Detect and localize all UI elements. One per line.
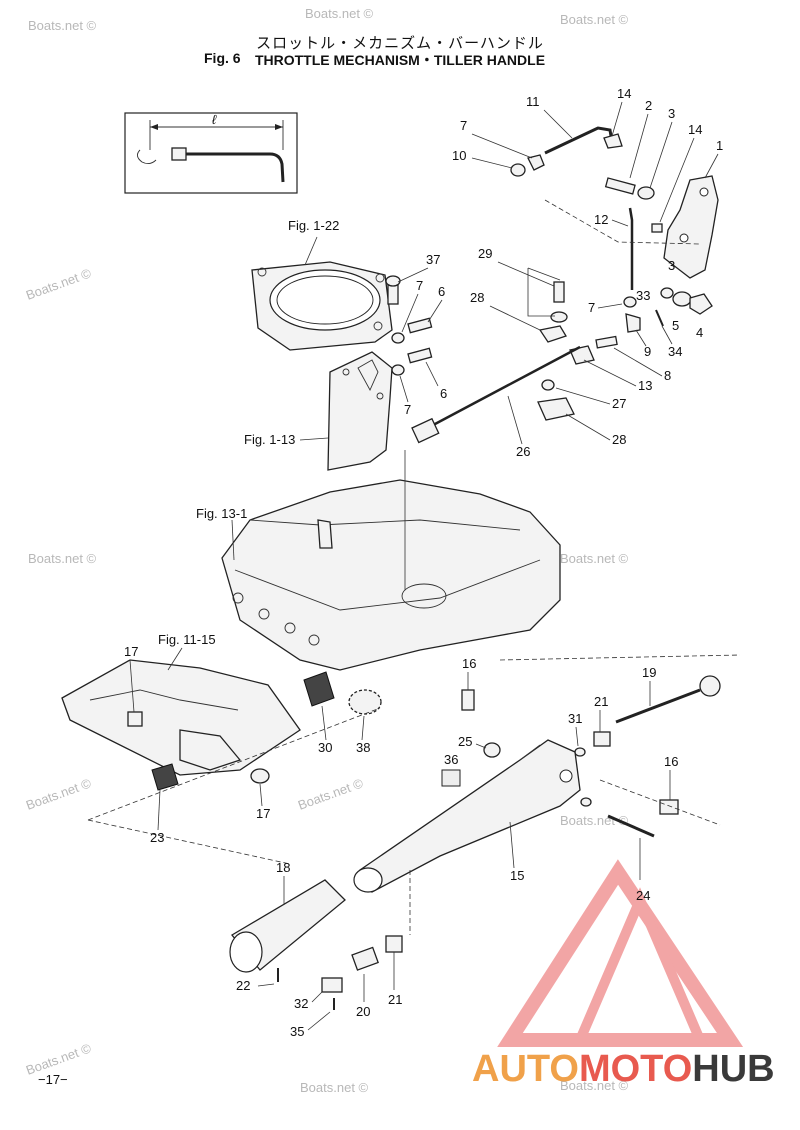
watermark: Boats.net ©: [300, 1080, 369, 1095]
callout-24: 24: [636, 888, 650, 903]
callout-17b: 17: [256, 806, 270, 821]
brand-logo-mark: [497, 859, 744, 1047]
watermark: Boats.net ©: [560, 1078, 629, 1093]
callout-15: 15: [510, 868, 524, 883]
callout-34: 34: [668, 344, 682, 359]
callout-10: 10: [452, 148, 466, 163]
inset-detail: ℓ: [124, 112, 298, 194]
callout-33: 33: [636, 288, 650, 303]
mount-ring-part: Fig. 1-22: [251, 218, 393, 351]
brand-part-hub: HUB: [692, 1048, 775, 1090]
callout-1: 1: [716, 138, 723, 153]
callout-23: 23: [150, 830, 164, 845]
watermark: Boats.net ©: [560, 551, 629, 566]
callout-9: 9: [644, 344, 651, 359]
callout-36: 36: [444, 752, 458, 767]
callout-7: 7: [460, 118, 467, 133]
swivel-bracket-part: Fig. 11-15: [61, 632, 301, 791]
watermark: Boats.net ©: [296, 775, 366, 813]
callout-5: 5: [672, 318, 679, 333]
callout-17: 17: [124, 644, 138, 659]
callout-28b: 28: [612, 432, 626, 447]
callout-3b: 3: [668, 258, 675, 273]
ref-fig-11-15: Fig. 11-15: [158, 632, 216, 647]
callout-25: 25: [458, 734, 472, 749]
callout-30: 30: [318, 740, 332, 755]
callout-20: 20: [356, 1004, 370, 1019]
callout-6b: 6: [440, 386, 447, 401]
watermark: Boats.net ©: [24, 775, 94, 813]
callout-22: 22: [236, 978, 250, 993]
page-number: −17−: [38, 1072, 68, 1087]
callout-7b: 7: [416, 278, 423, 293]
callout-7d: 7: [588, 300, 595, 315]
brand-part-auto: AUTO: [472, 1048, 579, 1090]
brand-wordmark: AUTOMOTOHUB: [472, 1048, 775, 1091]
callout-29: 29: [478, 246, 492, 261]
callout-4: 4: [696, 325, 703, 340]
callout-19: 19: [642, 665, 656, 680]
title-japanese: スロットル・メカニズム・バーハンドル: [256, 35, 544, 52]
callout-21b: 21: [388, 992, 402, 1007]
callout-2: 2: [645, 98, 652, 113]
callout-32: 32: [294, 996, 308, 1011]
watermark: Boats.net ©: [24, 265, 94, 303]
ref-fig-13-1: Fig. 13-1: [196, 506, 247, 521]
callout-6: 6: [438, 284, 445, 299]
callout-38: 38: [356, 740, 370, 755]
watermark: Boats.net ©: [560, 12, 629, 27]
lower-cowling-part: Fig. 13-1: [196, 450, 561, 671]
callout-31: 31: [568, 711, 582, 726]
watermark: Boats.net ©: [28, 18, 97, 33]
figure-number: Fig. 6: [204, 50, 241, 66]
ref-fig-1-22: Fig. 1-22: [288, 218, 339, 233]
dimension-symbol: ℓ: [212, 112, 217, 127]
bracket-plate-part: Fig. 1-13: [244, 351, 393, 471]
callout-8: 8: [664, 368, 671, 383]
tiller-handle-part: [87, 654, 741, 1010]
callout-7c: 7: [404, 402, 411, 417]
callout-11: 11: [526, 94, 540, 109]
watermark: Boats.net ©: [305, 6, 374, 21]
callout-12: 12: [594, 212, 608, 227]
callout-21: 21: [594, 694, 608, 709]
callout-37: 37: [426, 252, 440, 267]
callout-26: 26: [516, 444, 530, 459]
brand-part-moto: MOTO: [578, 1048, 693, 1090]
throttle-linkage-parts: [385, 126, 719, 444]
callout-27: 27: [612, 396, 626, 411]
callout-35: 35: [290, 1024, 304, 1039]
callouts: 1 2 3 3 4 5 6 6 7 7 7 7 8 9 10: [124, 86, 723, 1039]
callout-16b: 16: [664, 754, 678, 769]
callout-13: 13: [638, 378, 652, 393]
callout-16: 16: [462, 656, 476, 671]
grommets: [303, 671, 382, 715]
callout-3: 3: [668, 106, 675, 121]
callout-14: 14: [617, 86, 631, 101]
watermark: Boats.net ©: [28, 551, 97, 566]
callout-14b: 14: [688, 122, 702, 137]
ref-fig-1-13: Fig. 1-13: [244, 432, 295, 447]
callout-28: 28: [470, 290, 484, 305]
title-english: THROTTLE MECHANISM・TILLER HANDLE: [254, 52, 546, 68]
callout-18: 18: [276, 860, 290, 875]
